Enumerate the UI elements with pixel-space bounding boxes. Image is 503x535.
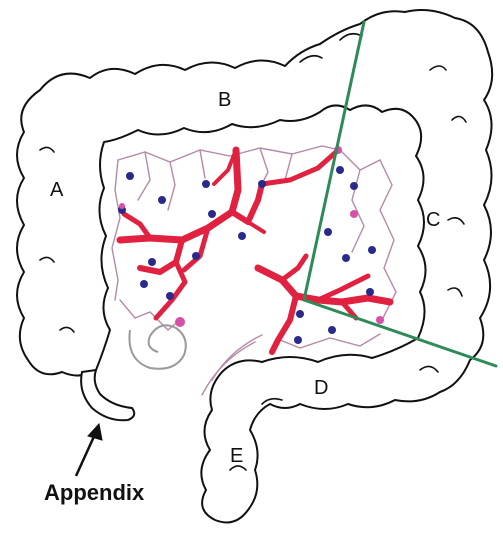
lymph-node (368, 246, 376, 254)
lymph-node-pink (175, 317, 185, 327)
lymph-node (238, 232, 246, 240)
region-label-d: D (314, 377, 328, 399)
appendix (81, 370, 134, 420)
lymph-node (336, 166, 344, 174)
colon-outline (17, 10, 492, 522)
region-label-c: C (426, 209, 440, 231)
lymph-node (366, 288, 374, 296)
region-label-a: A (50, 179, 64, 201)
lymph-node (350, 182, 358, 190)
lymph-node (202, 180, 210, 188)
lymph-node (328, 326, 336, 334)
lymph-node-pink (376, 316, 384, 324)
lymph-node (158, 196, 166, 204)
arrow-icon (76, 424, 102, 476)
lymph-node (208, 210, 216, 218)
lymph-node (258, 180, 266, 188)
lymph-node (192, 252, 200, 260)
lymph-node (342, 254, 350, 262)
lymph-node (140, 280, 148, 288)
lymph-node-pink (350, 210, 358, 218)
lymph-node (126, 172, 134, 180)
region-label-b: B (218, 89, 231, 111)
lymph-node-pink (119, 203, 125, 209)
lymph-node (148, 258, 156, 266)
lymph-node (294, 336, 302, 344)
lymph-node (166, 292, 174, 300)
lymph-node (296, 310, 304, 318)
caecal-loop (129, 325, 185, 368)
lymph-node (324, 228, 332, 236)
appendix-caption: Appendix (44, 480, 145, 505)
region-label-e: E (230, 445, 243, 467)
